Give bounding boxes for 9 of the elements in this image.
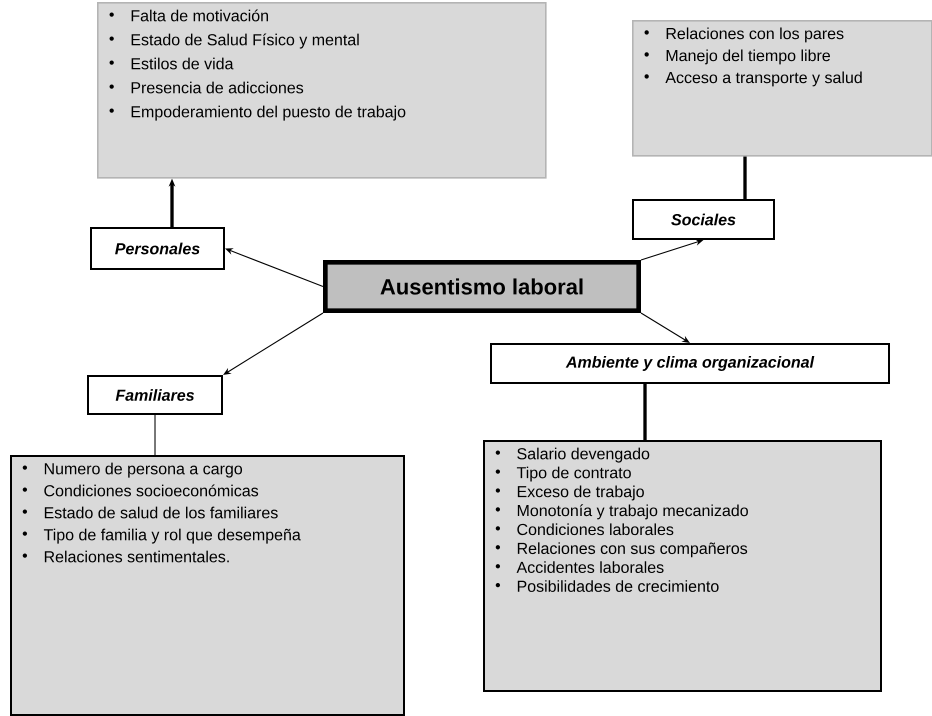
bullet-list-box: Falta de motivación Estado de Salud Físico y mental Estilos de vida Presencia de adicciones Empoderamiento del puesto de trabajo bbox=[97, 2, 547, 179]
category-box: Personales bbox=[90, 227, 225, 270]
bullet-list-box: Relaciones con los pares Manejo del tiempo libre Acceso a transporte y salud bbox=[632, 20, 932, 157]
central-topic-box: Ausentismo laboral bbox=[323, 260, 641, 313]
category-box: Familiares bbox=[87, 375, 223, 415]
bullet-list-box: Salario devengado Tipo de contrato Exceso de trabajo Monotonía y trabajo mecanizado Condiciones laborales Relaciones con sus compañeros Accidentes laborales Posibilidades de crecimiento bbox=[483, 440, 882, 692]
category-box: Sociales bbox=[632, 199, 775, 240]
bullet-list-box: Numero de persona a cargo Condiciones socioeconómicas Estado de salud de los familiares Tipo de familia y rol que desempeña Relaciones sentimentales. bbox=[10, 455, 405, 716]
category-box: Ambiente y clima organizacional bbox=[490, 343, 890, 384]
